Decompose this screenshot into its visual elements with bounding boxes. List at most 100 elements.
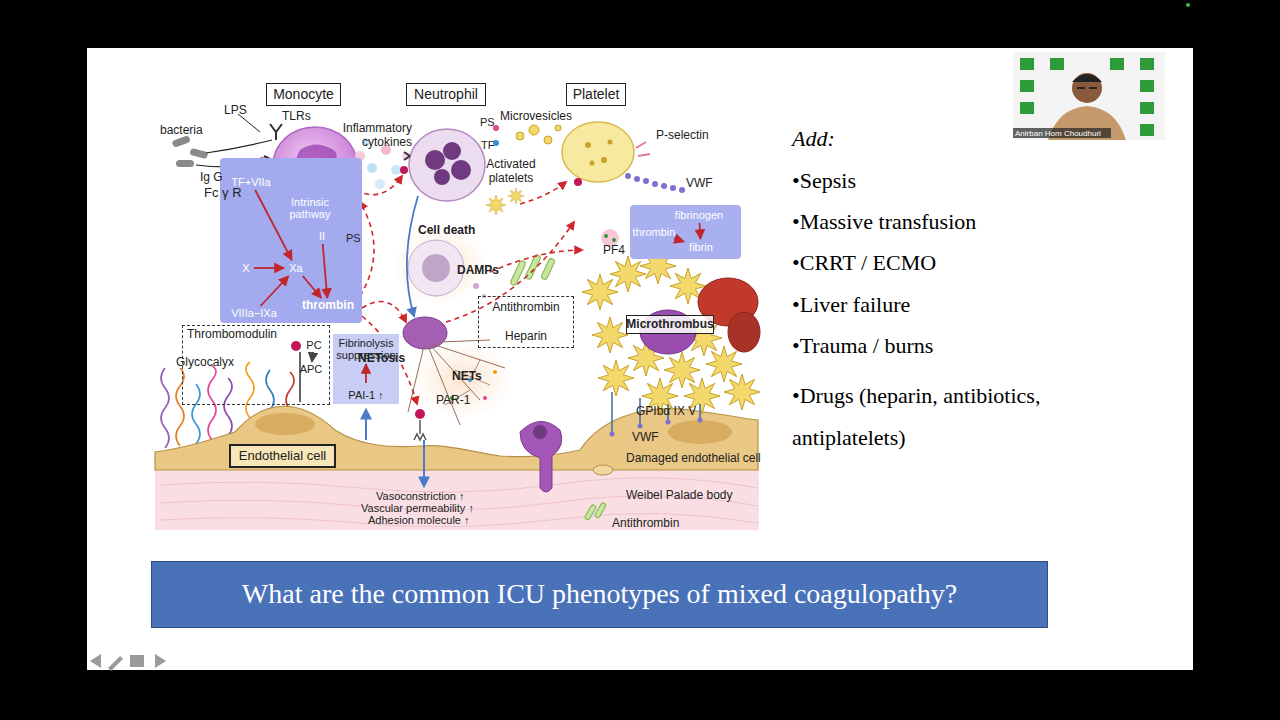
node-text: What are the common ICU phenotypes of mi…: [242, 579, 957, 610]
microthrombus: [582, 248, 760, 414]
webcam-thumbnail: [1072, 73, 1102, 103]
thrombomodulin-receptor: [291, 341, 301, 402]
node-text: II: [319, 230, 325, 242]
gpib-anchors: [699, 404, 701, 418]
vwf-strand: [643, 178, 649, 184]
annotation-label: TF: [481, 139, 494, 152]
annotation-label: DAMPs: [457, 264, 499, 278]
subendothelium: [155, 462, 759, 530]
annotation-label: VWF: [632, 431, 659, 445]
thrombomodulin-receptor: [291, 341, 301, 351]
callout-box: Microthrombus: [626, 315, 714, 334]
migrating-neutrophil: [533, 425, 547, 439]
annotation-label: PS: [346, 232, 361, 245]
netosis-cell: [408, 340, 505, 425]
platelet: [574, 178, 582, 186]
dashed-box: AntithrombinHeparin: [478, 296, 574, 348]
vwf-strand: [661, 183, 667, 189]
list-item: •Massive transfusion: [792, 209, 976, 234]
thrombomodulin-receptor: [299, 352, 301, 402]
microthrombus: [728, 312, 760, 352]
neutrophil: [409, 129, 485, 201]
webcam-thumbnail: [1013, 52, 1165, 140]
node-text: PAI-1 ↑: [348, 389, 383, 401]
list-item: •Drugs (heparin, antibiotics, antiplatel…: [792, 375, 1072, 459]
node-text: fibrin: [689, 241, 713, 253]
microvesicles: [529, 125, 539, 135]
neutrophil: [425, 150, 445, 170]
gpib-anchors: [610, 432, 615, 437]
pf4: [612, 238, 616, 242]
reaction-arrow: [312, 352, 313, 362]
slide-navigation: [90, 654, 166, 671]
platelet: [590, 161, 595, 166]
webcam-thumbnail: [1140, 58, 1154, 70]
annotation-label: NETosis: [358, 352, 405, 366]
webcam-thumbnail: [1072, 74, 1102, 82]
annotation-label: Vasoconstriction ↑: [376, 490, 464, 503]
microthrombus: [706, 346, 742, 382]
webcam-thumbnail: [1050, 58, 1064, 70]
annotation-label: Weibel Palade body: [626, 489, 733, 503]
cytokines: [391, 165, 401, 175]
annotation-label: Ig G: [200, 171, 223, 185]
node-text: thrombin: [302, 299, 354, 312]
reaction-arrow: [254, 267, 284, 269]
signal-arrows: [360, 202, 374, 296]
glycocalyx: [161, 368, 169, 448]
subendothelium: [155, 462, 759, 530]
dead-cell: [473, 283, 479, 289]
cell-type-box: Platelet: [566, 83, 626, 106]
monocyte: [270, 124, 282, 140]
par1-receptor: [419, 420, 421, 434]
annotation-label: Inflammatory cytokines: [336, 122, 412, 150]
neutrophil: [400, 166, 408, 174]
antithrombin-strands: [584, 504, 596, 520]
node-text: Thrombomodulin: [187, 328, 277, 341]
webcam-thumbnail: [1077, 87, 1097, 89]
pai1-up-arrow: [365, 364, 367, 383]
activated-platelets: [486, 188, 524, 215]
annotation-label: Cell death: [418, 224, 475, 238]
vwf-strand: [652, 181, 658, 187]
webcam-thumbnail: [1140, 124, 1154, 136]
platelet: [562, 122, 634, 182]
factor-label: APC: [297, 362, 325, 376]
antithrombin-strands: [594, 502, 606, 518]
endothelium: [255, 413, 315, 435]
node-text: Xa: [289, 262, 302, 274]
gpib-anchors: [638, 424, 643, 429]
slide-navigation: [130, 655, 144, 667]
reaction-arrow: [303, 276, 322, 298]
microvesicles: [516, 132, 524, 140]
webcam-thumbnail: [1140, 102, 1154, 114]
neutrophil: [400, 129, 485, 201]
activated-platelets: [508, 188, 524, 204]
webcam-thumbnail: [1013, 128, 1111, 138]
annotation-label: LPS: [224, 104, 247, 118]
gpib-anchors: [610, 392, 703, 437]
slide-navigation: [155, 654, 166, 668]
par1-receptor: [423, 440, 425, 486]
annotation-label: NETs: [452, 370, 482, 384]
signal-arrows: [520, 182, 566, 204]
microvesicles: [555, 125, 561, 131]
webcam-thumbnail: [1110, 58, 1124, 70]
migrating-neutrophil: [520, 421, 562, 492]
gpib-anchors: [666, 420, 671, 425]
factor-label: X: [238, 260, 254, 276]
microthrombus: [582, 274, 618, 310]
list-item: Add:: [792, 126, 835, 151]
cytokines: [367, 163, 377, 173]
list-item: •CRRT / ECMO: [792, 250, 936, 275]
question-banner: What are the common ICU phenotypes of mi…: [151, 561, 1048, 628]
coagulation-panel: Intrinsic pathwayTF+VIIaIIXXathrombinVII…: [220, 158, 362, 323]
netosis-cell: [483, 396, 487, 400]
bacteria: [172, 135, 191, 148]
neutrophil: [404, 152, 410, 160]
microvesicles: [493, 125, 561, 146]
node-text: thrombin: [633, 226, 676, 238]
pai1-arrow: [365, 410, 367, 440]
factor-label: PC: [304, 338, 324, 352]
endothelium: [593, 465, 613, 475]
